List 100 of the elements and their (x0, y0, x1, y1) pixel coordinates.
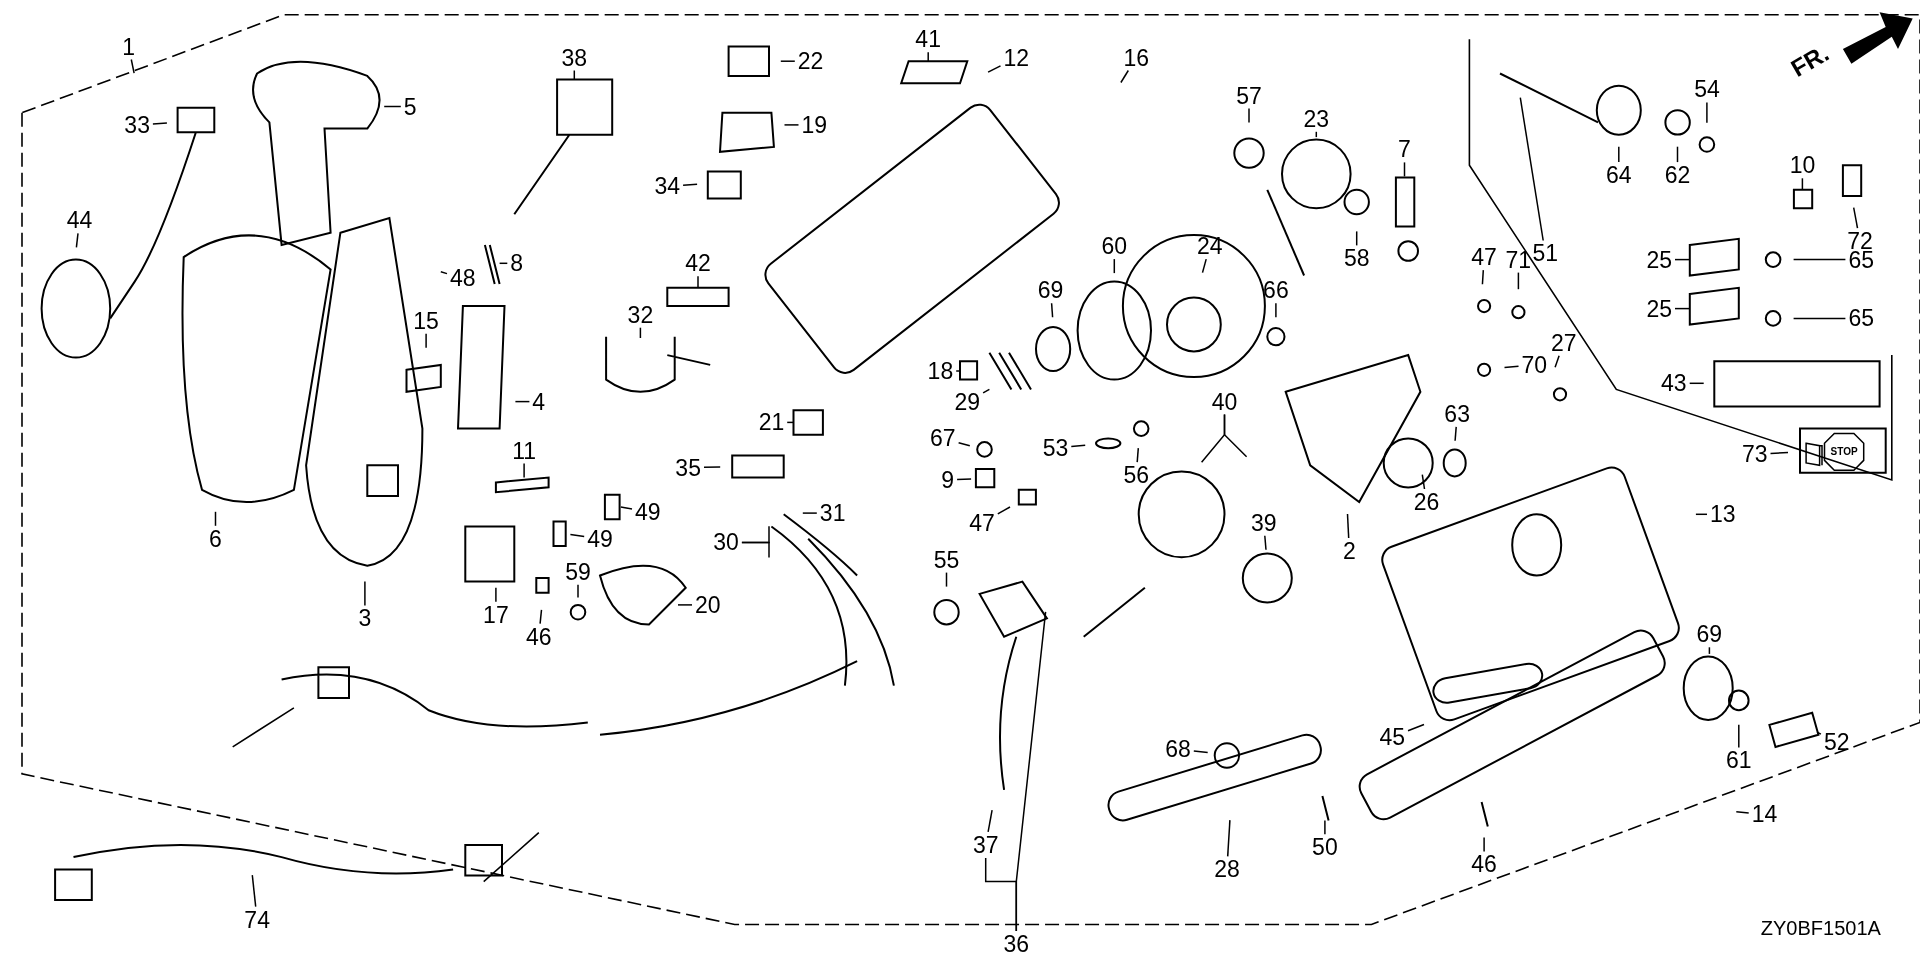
leader-line (1193, 750, 1209, 754)
callout-number: 58 (1342, 246, 1371, 271)
callout-number: 47 (968, 510, 996, 535)
callout-number: 65 (1847, 306, 1875, 331)
callout-number: 2 (1342, 539, 1357, 563)
callout-number: 11 (511, 438, 537, 463)
leader-line (982, 388, 991, 394)
leader-line (703, 466, 721, 469)
leader-line (1708, 646, 1711, 655)
callout-number: 55 (932, 547, 961, 572)
callout-number: 40 (1210, 389, 1239, 414)
leader-line (956, 478, 972, 481)
leader-line (945, 571, 948, 588)
callout-number: 46 (1470, 852, 1498, 877)
leader-line (957, 441, 971, 447)
leader-line (425, 333, 427, 349)
leader-line (1324, 819, 1326, 836)
callout-number: 12 (1002, 45, 1031, 70)
callout-number: 74 (243, 907, 271, 932)
callout-number: 49 (586, 526, 614, 551)
leader-line (1136, 447, 1140, 463)
leader-line (1503, 365, 1520, 369)
callout-number: 36 (1002, 932, 1031, 957)
callout-number: 33 (123, 112, 151, 137)
callout-number: 39 (1249, 510, 1278, 535)
leader-line (1346, 513, 1350, 539)
callout-number: 9 (940, 468, 956, 492)
leader-line (1355, 230, 1358, 247)
callout-number: 34 (653, 174, 682, 199)
callout-number: 20 (693, 592, 722, 617)
leader-line (1403, 161, 1406, 178)
callout-number: 38 (560, 45, 589, 70)
callout-number: 57 (1235, 83, 1263, 108)
leader-line (1618, 145, 1620, 163)
leader-line (620, 506, 633, 510)
callout-number: 52 (1822, 730, 1851, 755)
leader-line (697, 275, 699, 289)
callout-number: 30 (712, 530, 740, 555)
leader-line (1517, 271, 1520, 290)
leader-line (677, 604, 693, 606)
leader-line (1801, 177, 1804, 191)
callout-number: 69 (1695, 622, 1724, 647)
leader-line (1226, 819, 1231, 858)
callout-number: 44 (65, 208, 94, 233)
leader-line (786, 421, 795, 424)
leader-line (1816, 731, 1822, 735)
callout-number: 43 (1660, 371, 1688, 396)
leader-line (1201, 258, 1207, 274)
leader-line (1738, 723, 1740, 749)
leader-line (383, 105, 402, 108)
leader-line (1070, 444, 1086, 448)
callout-number: 69 (1036, 278, 1065, 303)
callout-number: 1 (121, 34, 136, 59)
leader-line (639, 326, 642, 339)
leader-line (75, 232, 79, 249)
callout-number: 62 (1663, 163, 1692, 188)
leader-line (1852, 206, 1859, 229)
leader-line (1223, 413, 1248, 458)
leader-line (152, 122, 168, 125)
leader-line (1688, 382, 1705, 385)
callout-number: 70 (1520, 352, 1549, 377)
leader-line (780, 60, 796, 62)
callout-number: 42 (684, 251, 712, 276)
callout-number: 59 (564, 559, 592, 584)
leader-line (955, 370, 961, 372)
leader-line (514, 400, 531, 403)
leader-line (364, 580, 366, 607)
leader-line (984, 857, 1018, 932)
callout-number: 13 (1709, 502, 1737, 527)
leader-line (1050, 302, 1054, 318)
callout-number: 29 (953, 389, 982, 414)
leader-line (1481, 269, 1485, 286)
callout-number: 6 (208, 526, 223, 551)
callout-number: 16 (1122, 45, 1151, 70)
callout-number: 23 (1302, 106, 1331, 131)
leader-line (214, 511, 217, 527)
callout-number: 18 (926, 359, 955, 383)
leader-line (251, 874, 257, 908)
diagram-code: ZY0BF1501A (1760, 916, 1881, 940)
leader-line (1315, 131, 1318, 138)
callout-number: 17 (482, 602, 510, 627)
callout-number: 41 (914, 27, 942, 52)
leader-line (1769, 451, 1789, 455)
leader-line (495, 586, 497, 603)
callout-number: 73 (1740, 442, 1769, 467)
callout-number: 35 (674, 455, 702, 480)
callout-number: 22 (796, 49, 825, 74)
leader-line (997, 506, 1011, 515)
leader-line (1421, 473, 1426, 490)
callout-number: 27 (1549, 330, 1578, 355)
leader-line (523, 462, 525, 479)
leader-line (1113, 258, 1116, 274)
callout-number: 8 (509, 251, 525, 276)
callout-number: 28 (1213, 857, 1241, 882)
leader-line (1483, 836, 1485, 853)
callout-number: 15 (412, 308, 440, 333)
leader-line (1792, 258, 1847, 261)
leader-line (1674, 307, 1690, 310)
callout-number: 51 (1531, 241, 1560, 266)
callout-number: 14 (1750, 802, 1779, 827)
